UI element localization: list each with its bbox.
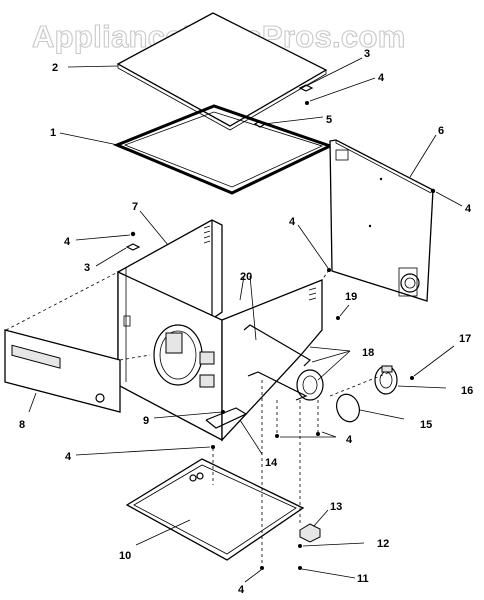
- callout-17: 17: [459, 333, 471, 345]
- callout-10: 10: [119, 550, 131, 562]
- callout-20: 20: [240, 271, 252, 283]
- callout-13: 13: [330, 501, 342, 513]
- callout-1: 1: [50, 127, 56, 139]
- callout-6: 6: [438, 125, 444, 137]
- cabinet-body-part: [117, 219, 324, 442]
- callout-4: 4: [378, 72, 385, 84]
- callout-12: 12: [377, 538, 389, 550]
- callout-4: 4: [289, 216, 296, 228]
- leveling-foot-part: [298, 523, 321, 570]
- callout-4: 4: [65, 451, 72, 463]
- callout-3: 3: [364, 48, 370, 60]
- callout-16: 16: [461, 385, 473, 397]
- callout-2: 2: [52, 62, 58, 74]
- blower-adapter-part: [336, 365, 398, 423]
- callout-3: 3: [84, 262, 90, 274]
- callout-19: 19: [345, 291, 357, 303]
- callout-4: 4: [238, 584, 245, 596]
- vent-slots: [203, 225, 317, 301]
- top-panel-part: [116, 12, 328, 131]
- callout-5: 5: [326, 114, 332, 126]
- callout-14: 14: [265, 457, 278, 469]
- bottom-panel-part: [125, 458, 305, 561]
- callout-18: 18: [362, 347, 374, 359]
- callout-8: 8: [19, 419, 25, 431]
- callout-9: 9: [143, 415, 149, 427]
- top-fastener-part: [253, 84, 314, 128]
- fasteners: [125, 188, 436, 570]
- alignment-lines: [5, 269, 391, 565]
- callout-11: 11: [357, 573, 369, 585]
- callout-4: 4: [465, 203, 472, 215]
- leader-lines: [28, 57, 463, 583]
- front-control-panel-part: [4, 329, 121, 413]
- side-panel-part: [329, 139, 434, 302]
- callout-15: 15: [420, 419, 432, 431]
- callout-7: 7: [132, 201, 138, 213]
- callout-labels: 2 3 4 1 5 6 4 7 4 3 4 20 19 18 17 16 8 9…: [19, 48, 473, 596]
- callout-4: 4: [64, 236, 71, 248]
- callout-4: 4: [346, 434, 353, 446]
